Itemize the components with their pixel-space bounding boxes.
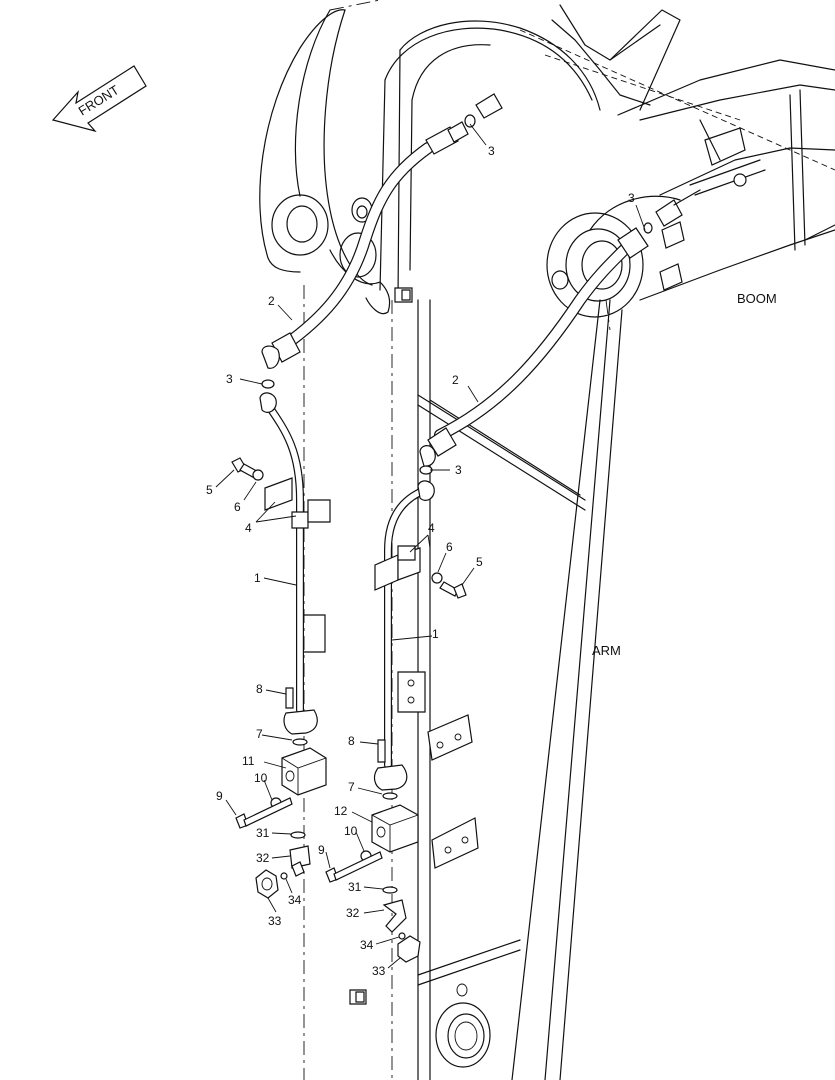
callout-11: 11 xyxy=(242,754,255,768)
callout-10: 10 xyxy=(254,771,268,785)
callout-32: 32 xyxy=(346,906,360,920)
hose-right-2 xyxy=(419,227,649,467)
front-arrow-icon: FRONT xyxy=(51,65,147,133)
callout-4: 4 xyxy=(428,521,435,535)
callout-3: 3 xyxy=(488,144,495,158)
callout-7: 7 xyxy=(256,727,263,741)
callout-7: 7 xyxy=(348,780,355,794)
callout-4: 4 xyxy=(245,521,252,535)
callouts: 3 3 2 3 2 3 5 6 4 4 6 5 1 1 8 7 11 10 9 … xyxy=(206,144,635,978)
callout-34: 34 xyxy=(360,938,374,952)
arm-structure xyxy=(259,9,623,1080)
parts-left xyxy=(231,457,327,899)
callout-9: 9 xyxy=(318,843,325,857)
callout-32: 32 xyxy=(256,851,270,865)
callout-1: 1 xyxy=(254,571,261,585)
callout-6: 6 xyxy=(446,540,453,554)
hose-left-2 xyxy=(261,121,469,369)
leader-lines xyxy=(215,123,646,969)
callout-3: 3 xyxy=(455,463,462,477)
callout-33: 33 xyxy=(268,914,282,928)
callout-34: 34 xyxy=(288,893,302,907)
callout-8: 8 xyxy=(256,682,263,696)
callout-31: 31 xyxy=(348,880,362,894)
callout-1: 1 xyxy=(432,627,439,641)
callout-8: 8 xyxy=(348,734,355,748)
callout-2: 2 xyxy=(452,373,459,387)
callout-3: 3 xyxy=(226,372,233,386)
callout-31: 31 xyxy=(256,826,270,840)
callout-3: 3 xyxy=(628,191,635,205)
pipe-left-1 xyxy=(259,379,331,735)
callout-33: 33 xyxy=(372,964,386,978)
callout-12: 12 xyxy=(334,804,348,818)
arm-label: ARM xyxy=(592,643,621,658)
callout-6: 6 xyxy=(234,500,241,514)
boom-label: BOOM xyxy=(737,291,777,306)
pipe-right-1 xyxy=(373,465,435,791)
parts-right xyxy=(325,572,467,963)
callout-9: 9 xyxy=(216,789,223,803)
fitting-upper-left xyxy=(464,93,503,128)
callout-10: 10 xyxy=(344,824,358,838)
boom-structure xyxy=(546,4,835,318)
fitting-upper-right xyxy=(643,189,701,234)
callout-2: 2 xyxy=(268,294,275,308)
callout-5: 5 xyxy=(206,483,213,497)
callout-5: 5 xyxy=(476,555,483,569)
